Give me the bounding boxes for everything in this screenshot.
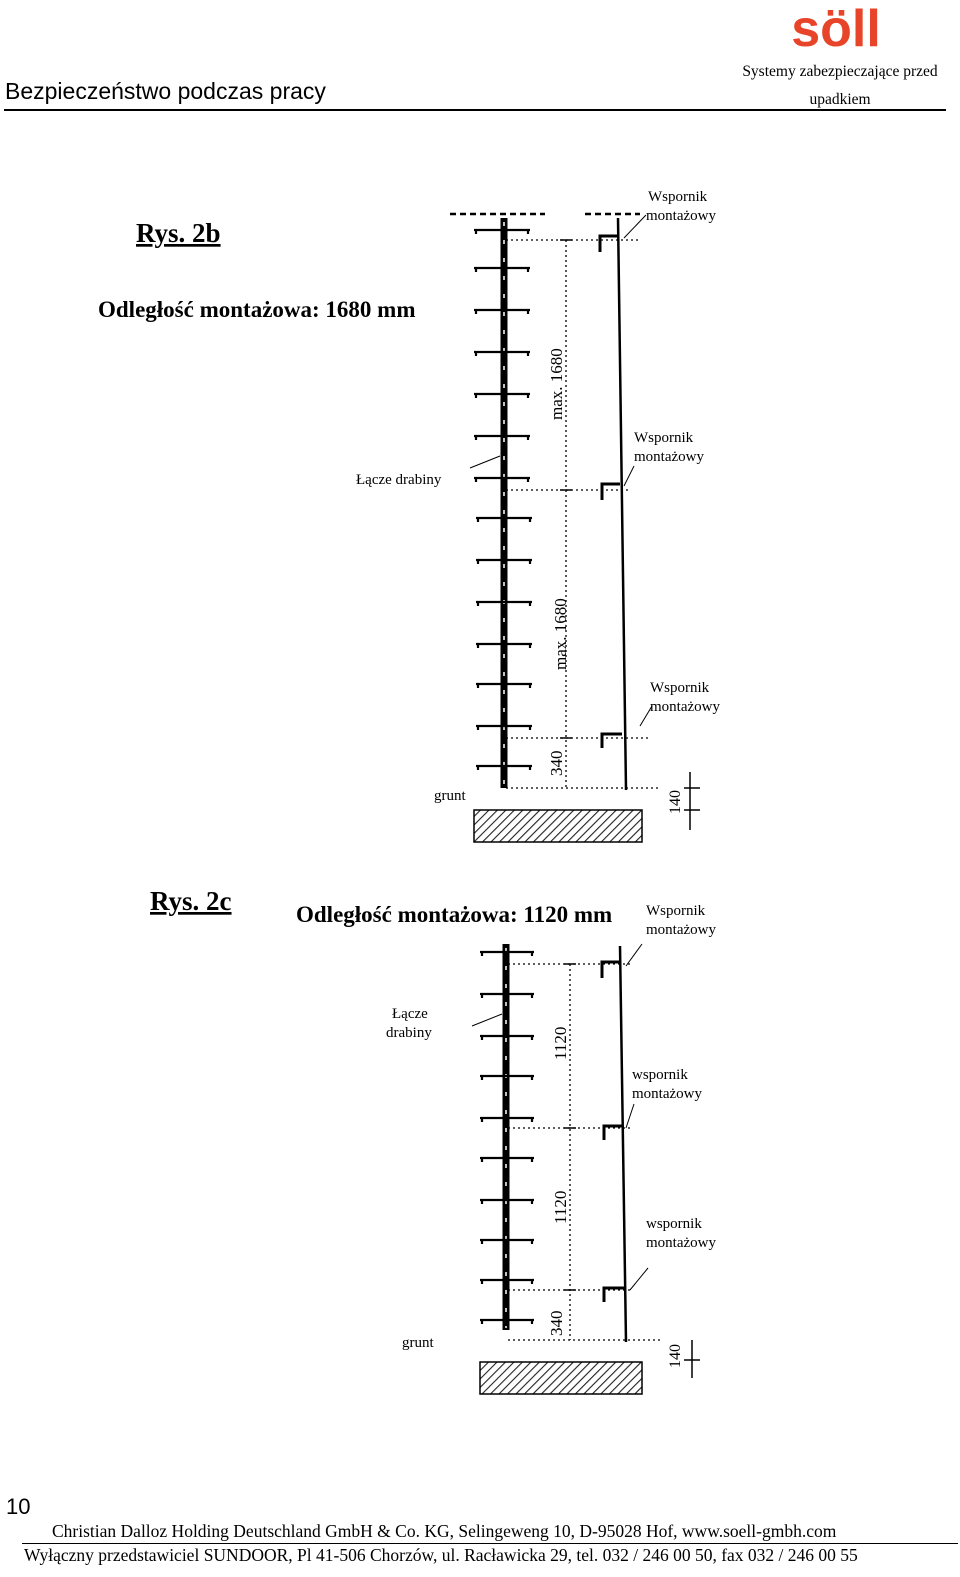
footer-representative-line: Wyłączny przedstawiciel SUNDOOR, Pl 41-5… (24, 1545, 858, 1565)
fig-2b-subtitle: Odległość montażowa: 1680 mm (98, 297, 416, 322)
fig-2b-dim-upper: max. 1680 (547, 348, 566, 420)
footer-company-line: Christian Dalloz Holding Deutschland Gmb… (52, 1521, 837, 1541)
fig-2c-connector-label-1: Łącze (392, 1006, 428, 1022)
fig-2c-ground-label: grunt (402, 1335, 434, 1351)
fig-2b-dim-lower: 340 (547, 751, 566, 777)
page-number: 10 (6, 1494, 31, 1519)
header-tagline: Systemy zabezpieczające przed upadkiem (728, 58, 952, 114)
fig-2c-bracket-top (600, 960, 620, 978)
fig-2c-dim-ground: 140 (667, 1344, 684, 1368)
fig-2c-bracket-bot-label-2: montażowy (646, 1235, 716, 1251)
fig-2c-leaders (471, 943, 649, 1291)
tagline-line-1: Systemy zabezpieczające przed (742, 63, 938, 80)
footer-rule (22, 1543, 958, 1544)
fig-2c-bracket-bot-label-1: wspornik (646, 1216, 702, 1232)
fig-2c-rungs (480, 950, 534, 1324)
fig-2b-label: Rys. 2b (136, 218, 221, 248)
fig-2c-dimension-lines (508, 963, 660, 1341)
fig-2c-bracket-mid (602, 1124, 622, 1140)
fig-2b-bracket-bot-label-1: Wspornik (650, 680, 710, 696)
fig-2b-rungs (474, 228, 532, 770)
fig-2b-bracket-mid-label-1: Wspornik (634, 430, 694, 446)
fig-2b-bracket-top (598, 234, 618, 252)
fig-2b-dim-ground: 140 (667, 790, 684, 814)
fig-2c-bracket-mid-label-1: wspornik (632, 1067, 688, 1083)
fig-2b-ground-block (473, 809, 643, 843)
fig-2b-bracket-mid-label-2: montażowy (634, 449, 704, 465)
fig-2c-bracket-mid-label-2: montażowy (632, 1086, 702, 1102)
header-rule (4, 109, 946, 111)
fig-2c-label: Rys. 2c (150, 886, 232, 916)
fig-2c-dim-upper: 1120 (551, 1027, 570, 1060)
fig-2b-bracket-top-label-2: montażowy (646, 208, 716, 224)
fig-2b-bracket-mid (600, 482, 620, 500)
fig-2c-dimension-ticks (564, 963, 700, 1378)
fig-2b-leaders (469, 214, 653, 727)
fig-2c-subtitle: Odległość montażowa: 1120 mm (296, 902, 612, 927)
fig-2b-bracket-bot (600, 732, 622, 748)
figure-2c: Rys. 2c Odległość montażowa: 1120 mm (150, 886, 716, 1395)
fig-2b-bracket-bot-label-2: montażowy (650, 699, 720, 715)
fig-2c-dim-lower: 340 (547, 1311, 566, 1337)
fig-2c-bracket-top-label-1: Wspornik (646, 903, 706, 919)
tagline-line-2: upadkiem (809, 91, 871, 108)
fig-2c-bracket-top-label-2: montażowy (646, 922, 716, 938)
fig-2b-ground-label: grunt (434, 788, 466, 804)
figure-2b: Rys. 2b Odległość montażowa: 1680 mm (98, 189, 720, 843)
soll-logo-text: söll (791, 6, 881, 50)
soll-logo: söll (791, 6, 881, 50)
document-header-title: Bezpieczeństwo podczas pracy (5, 78, 326, 104)
fig-2b-dimension-ticks (560, 239, 700, 830)
fig-2b-bracket-top-label-1: Wspornik (648, 189, 708, 205)
fig-2c-guide-rail (618, 945, 628, 1343)
fig-2b-dim-middle: max. 1680 (551, 598, 570, 670)
fig-2b-connector-label: Łącze drabiny (356, 472, 442, 488)
fig-2c-connector-label-2: drabiny (386, 1025, 432, 1041)
fig-2c-bracket-bot (602, 1286, 624, 1302)
fig-2b-guide-rail (616, 217, 628, 791)
fig-2b-dimension-lines (506, 239, 660, 789)
fig-2c-ground-block (479, 1361, 643, 1395)
fig-2c-dim-middle: 1120 (551, 1191, 570, 1224)
